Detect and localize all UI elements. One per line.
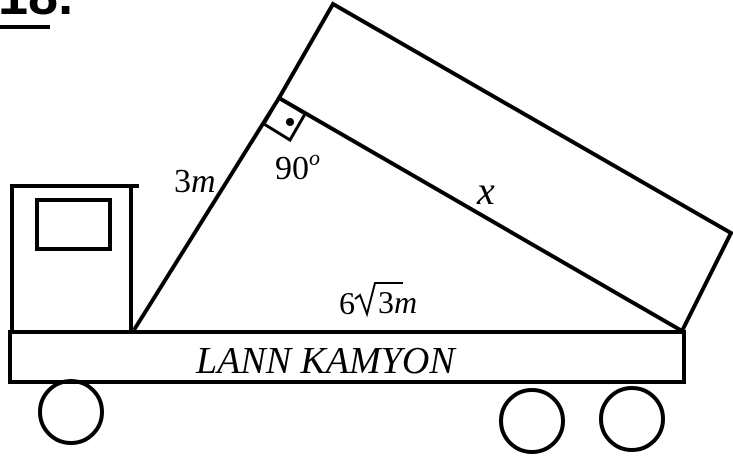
label-side-a: 3m (174, 163, 216, 200)
right-angle-dot (286, 118, 294, 126)
rear-wheel-2 (599, 386, 665, 452)
radical-sign (354, 282, 403, 318)
cab-outline (10, 184, 139, 330)
truck-bed (8, 330, 686, 384)
wheels (38, 379, 665, 454)
label-base: 6 3m (339, 282, 417, 321)
label-unknown-x: x (476, 168, 495, 213)
problem-number: 18. (0, 0, 73, 29)
rear-wheel-1 (499, 388, 565, 454)
tilted-container (276, 1, 733, 334)
label-angle: 90o (275, 145, 320, 187)
right-angle-marker (261, 95, 308, 143)
cab-window (35, 198, 112, 251)
label-base-radical: 3m (378, 284, 417, 320)
triangle-side-3m (132, 96, 281, 332)
truck-cab (10, 184, 139, 330)
problem-number-text: 18. (0, 0, 73, 26)
label-base-coefficient: 6 (339, 285, 355, 321)
front-wheel (38, 379, 104, 445)
truck-name-label: LANN KAMYON (195, 340, 457, 382)
